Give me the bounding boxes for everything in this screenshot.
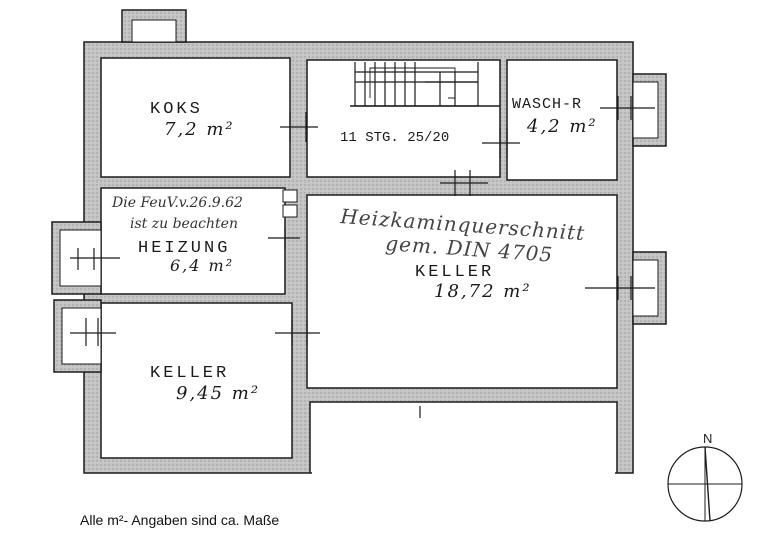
stairs-label: 11 STG. 25/20 [340, 130, 449, 146]
exterior-area [312, 404, 615, 475]
room-area-waschraum: 4,2 m² [526, 116, 598, 137]
room-area-keller-big: 18,72 m² [434, 281, 532, 302]
room-name-koks: KOKS [150, 100, 203, 119]
room-name-waschraum: WASCH-R [512, 96, 582, 113]
room-area-koks: 7,2 m² [164, 119, 235, 140]
room-area-heizung: 6,4 m² [170, 256, 234, 275]
room-area-keller-small: 9,45 m² [176, 383, 260, 404]
north-compass: N [667, 431, 743, 522]
room-name-keller-small: KELLER [150, 364, 229, 383]
window-marks [70, 96, 655, 418]
staircase [350, 62, 500, 107]
north-label: N [703, 431, 712, 446]
flue-boxes [282, 189, 298, 218]
footnote: Alle m²- Angaben sind ca. Maße [80, 512, 280, 528]
walls [83, 41, 634, 474]
note-feuv-line2: ist zu beachten [130, 216, 238, 232]
room-name-heizung: HEIZUNG [138, 239, 230, 258]
room-name-keller-big: KELLER [415, 263, 494, 282]
note-feuv-line1: Die FeuV.v.26.9.62 [111, 195, 243, 211]
